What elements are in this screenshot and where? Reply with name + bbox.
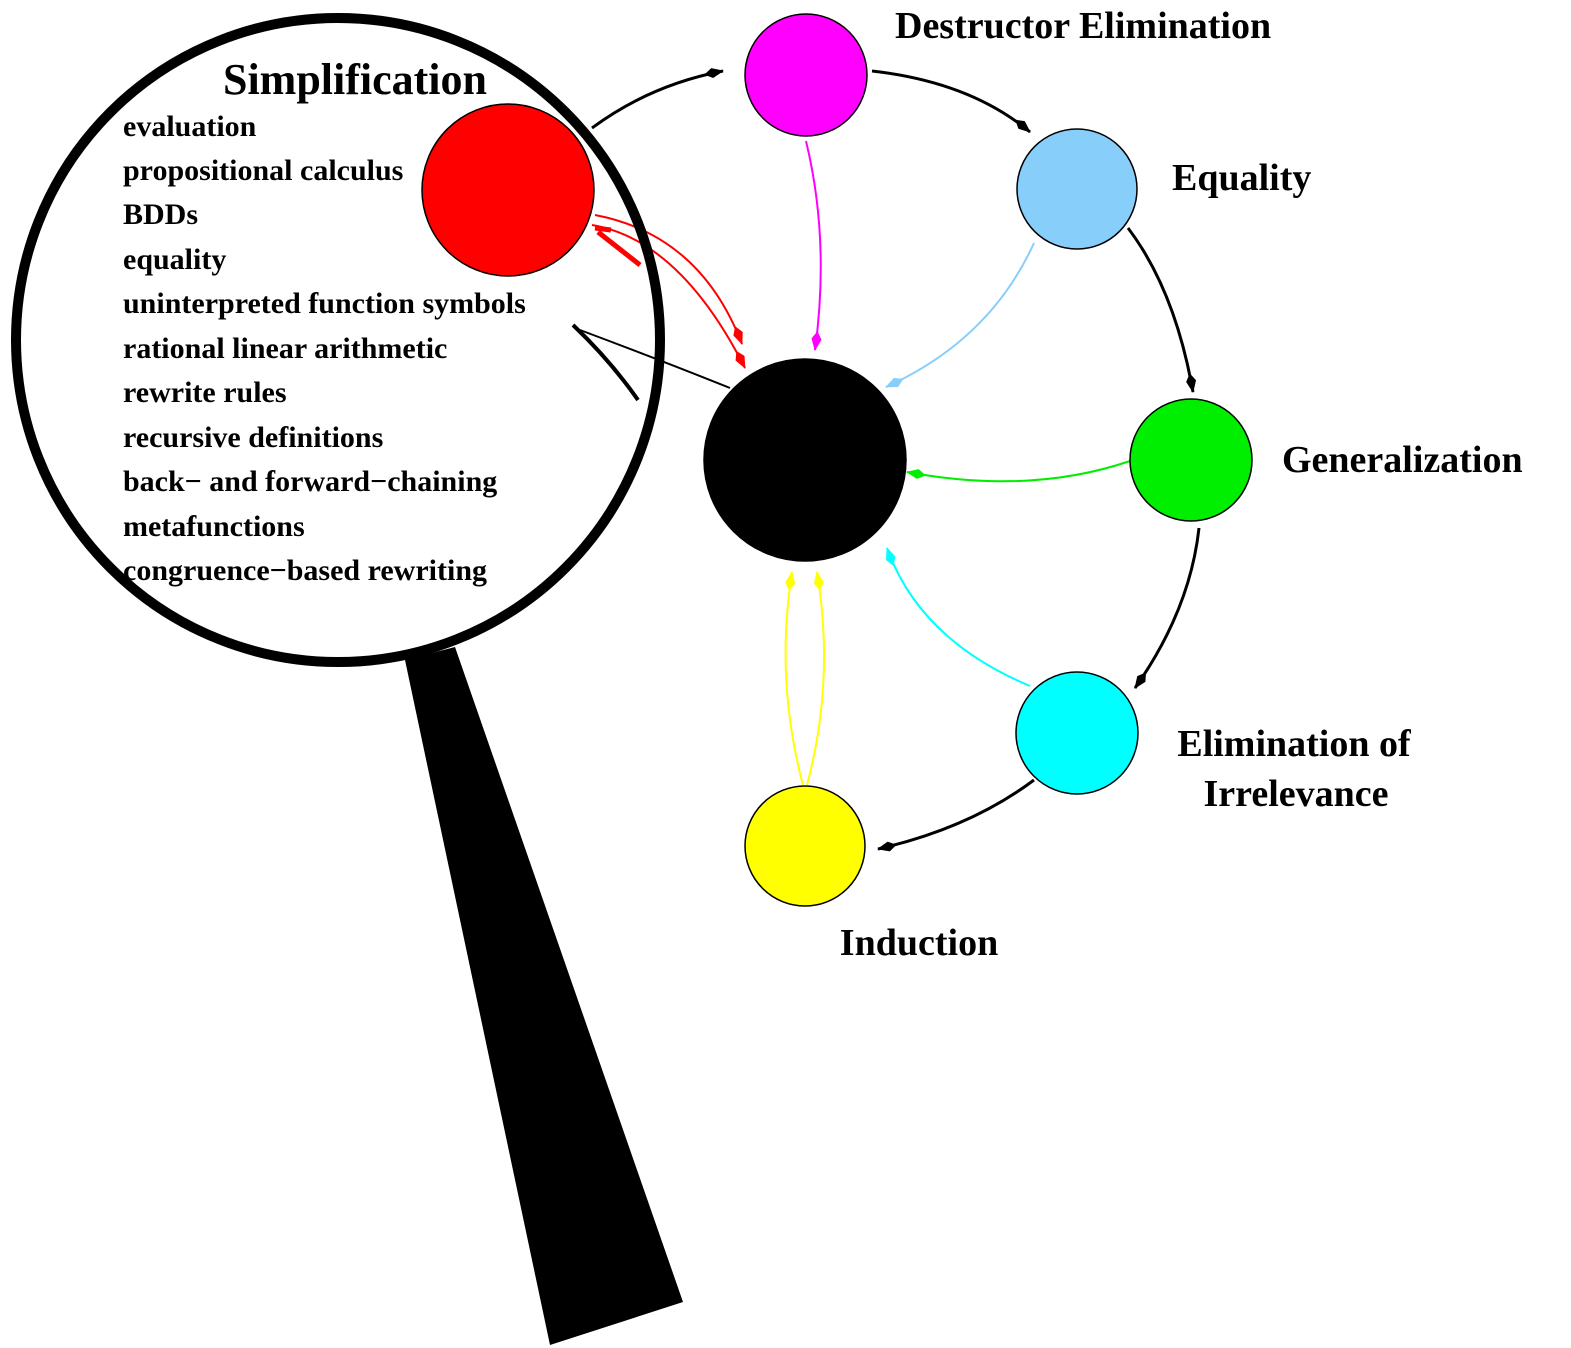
simplification-item: evaluation [123,110,257,143]
simplification-item: congruence−based rewriting [123,554,487,587]
label-simplification: Simplification [223,55,487,104]
arrow-simplification-to-center-2 [594,214,743,345]
label-generalization: Generalization [1282,439,1523,481]
arrow-equality-to-center [885,242,1035,388]
node-generalization [1129,398,1253,522]
simplification-item: recursive definitions [123,421,383,454]
arrow-simplification-to-destructor [591,68,724,130]
red-arrow-fragment [594,225,642,267]
node-destructor-elimination [744,13,868,137]
arrow-induction-to-center-right [806,571,826,786]
node-center-pool [703,358,907,562]
arrow-generalization-to-center [906,460,1131,483]
simplification-item: back− and forward−chaining [123,465,497,498]
simplification-item: BDDs [123,198,198,231]
label-destructor-elimination: Destructor Elimination [895,5,1271,47]
magnifying-glass-icon [11,13,665,667]
magnifier-handle [405,647,683,1345]
simplification-item: uninterpreted function symbols [123,287,526,320]
simplification-item: metafunctions [123,510,305,543]
simplification-item: propositional calculus [123,154,403,187]
arrow-irrelevance-to-center [886,547,1031,687]
arrow-induction-to-center-left [784,571,804,786]
arrow-equality-to-generalization [1126,227,1197,393]
simplification-item: rational linear arithmetic [123,332,447,365]
arrow-simplification-to-center-1 [591,224,746,369]
node-simplification [421,103,595,277]
arrow-destructor-to-equality [871,69,1031,134]
node-elimination-of-irrelevance [1015,671,1139,795]
center-arrow-inside-lens [571,323,640,402]
arrow-generalization-to-irrelevance [1133,527,1201,689]
magnifier-lens [11,13,665,667]
label-elimination-of-irrelevance-line1: Elimination of [1177,723,1412,765]
label-induction: Induction [840,922,998,964]
node-induction [744,785,866,907]
simplification-item: equality [123,243,226,276]
node-equality [1016,128,1138,250]
simplification-item-list: evaluation propositional calculus BDDs e… [123,110,526,587]
label-equality: Equality [1172,157,1311,199]
label-elimination-of-irrelevance-line2: Irrelevance [1204,773,1389,815]
arrow-irrelevance-to-induction [877,778,1035,852]
arrow-destructor-to-center [805,140,822,351]
simplification-item: rewrite rules [123,376,287,409]
